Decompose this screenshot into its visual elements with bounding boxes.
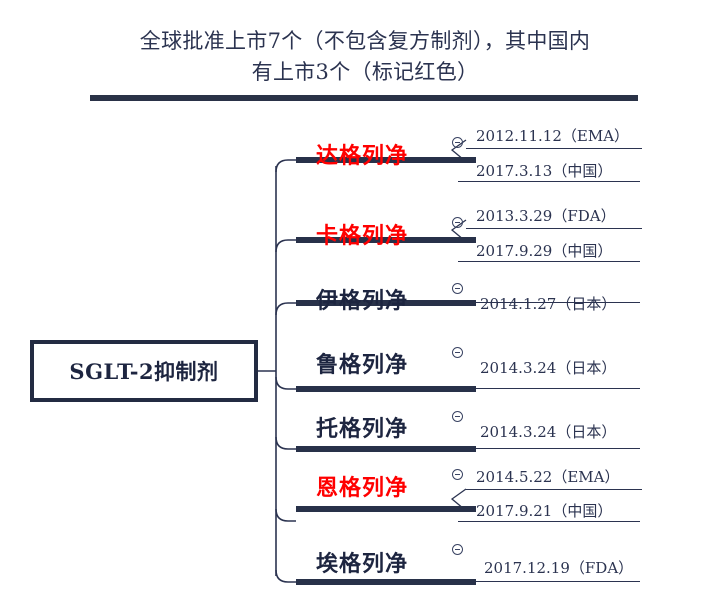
page-title-line-2: 有上市3个（标记红色）: [251, 60, 479, 84]
branch-label-4[interactable]: 鲁格列净: [316, 352, 409, 378]
date-underline: [466, 148, 642, 149]
root-node[interactable]: SGLT-2抑制剂: [30, 340, 258, 402]
branch-bar: [296, 579, 476, 585]
date-underline: [476, 302, 640, 303]
branch-bar: [296, 300, 476, 306]
circle-minus-icon[interactable]: [452, 217, 463, 228]
branch-label-2[interactable]: 卡格列净: [316, 223, 409, 249]
date-underline: [466, 228, 642, 229]
branch-date[interactable]: 2013.3.29（FDA）: [476, 207, 616, 225]
date-underline: [466, 489, 642, 490]
circle-minus-icon[interactable]: [452, 347, 463, 358]
circle-minus-icon[interactable]: [452, 411, 463, 422]
branch-bar: [296, 157, 476, 163]
branch-bar: [296, 386, 476, 392]
date-underline: [458, 181, 640, 182]
title-divider: [90, 95, 638, 101]
branch-label-7[interactable]: 埃格列净: [316, 551, 409, 577]
date-underline: [458, 521, 640, 522]
branch-date[interactable]: 2014.3.24（日本）: [480, 423, 617, 441]
branch-bar: [296, 506, 476, 512]
branch-label-1[interactable]: 达格列净: [316, 143, 409, 169]
branch-label-3[interactable]: 伊格列净: [316, 288, 409, 314]
branch-date[interactable]: 2012.11.12（EMA）: [476, 127, 630, 145]
branch-date[interactable]: 2017.12.19（FDA）: [484, 559, 634, 577]
date-underline: [476, 388, 640, 389]
branch-date[interactable]: 2017.3.13（中国）: [476, 162, 613, 180]
page-title-line-1: 全球批准上市7个（不包含复方制剂），其中国内: [139, 29, 591, 53]
root-node-label: SGLT-2抑制剂: [69, 359, 219, 384]
date-underline: [458, 261, 640, 262]
branch-date[interactable]: 2014.3.24（日本）: [480, 359, 617, 377]
circle-minus-icon[interactable]: [452, 469, 463, 480]
branch-bar: [296, 237, 476, 243]
branch-label-5[interactable]: 托格列净: [316, 416, 409, 442]
branch-date[interactable]: 2014.5.22（EMA）: [476, 468, 620, 486]
circle-minus-icon[interactable]: [452, 544, 463, 555]
date-underline: [476, 448, 640, 449]
branch-bar: [296, 446, 476, 452]
branch-label-6[interactable]: 恩格列净: [316, 475, 409, 501]
page-title: 全球批准上市7个（不包含复方制剂），其中国内 有上市3个（标记红色）: [85, 26, 645, 88]
branch-date[interactable]: 2017.9.21（中国）: [476, 502, 613, 520]
date-underline: [476, 581, 640, 582]
circle-minus-icon[interactable]: [452, 283, 463, 294]
circle-minus-icon[interactable]: [452, 137, 463, 148]
branch-date[interactable]: 2017.9.29（中国）: [476, 242, 613, 260]
branch-date[interactable]: 2014.1.27（日本）: [480, 295, 617, 313]
